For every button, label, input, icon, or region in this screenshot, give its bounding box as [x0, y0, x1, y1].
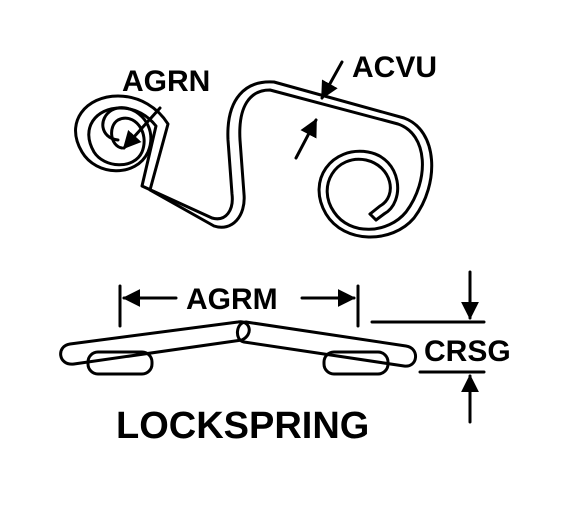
acvu-label: ACVU [352, 51, 437, 84]
acvu-callout: ACVU [294, 51, 437, 160]
agrn-callout: AGRN [122, 65, 210, 150]
crsg-label: CRSG [424, 335, 511, 368]
crsg-dimension: CRSG [370, 270, 511, 424]
agrn-label: AGRN [122, 65, 210, 98]
agrn-leader-arrow [122, 106, 162, 150]
agrm-dimension: AGRM [118, 283, 360, 328]
spring-top-view [74, 80, 434, 239]
spring-side-view [59, 320, 417, 376]
agrm-label: AGRM [186, 283, 278, 316]
diagram-title: LOCKSPRING [116, 405, 369, 447]
acvu-arrow-bottom [294, 118, 318, 160]
acvu-arrow-top [320, 60, 344, 100]
